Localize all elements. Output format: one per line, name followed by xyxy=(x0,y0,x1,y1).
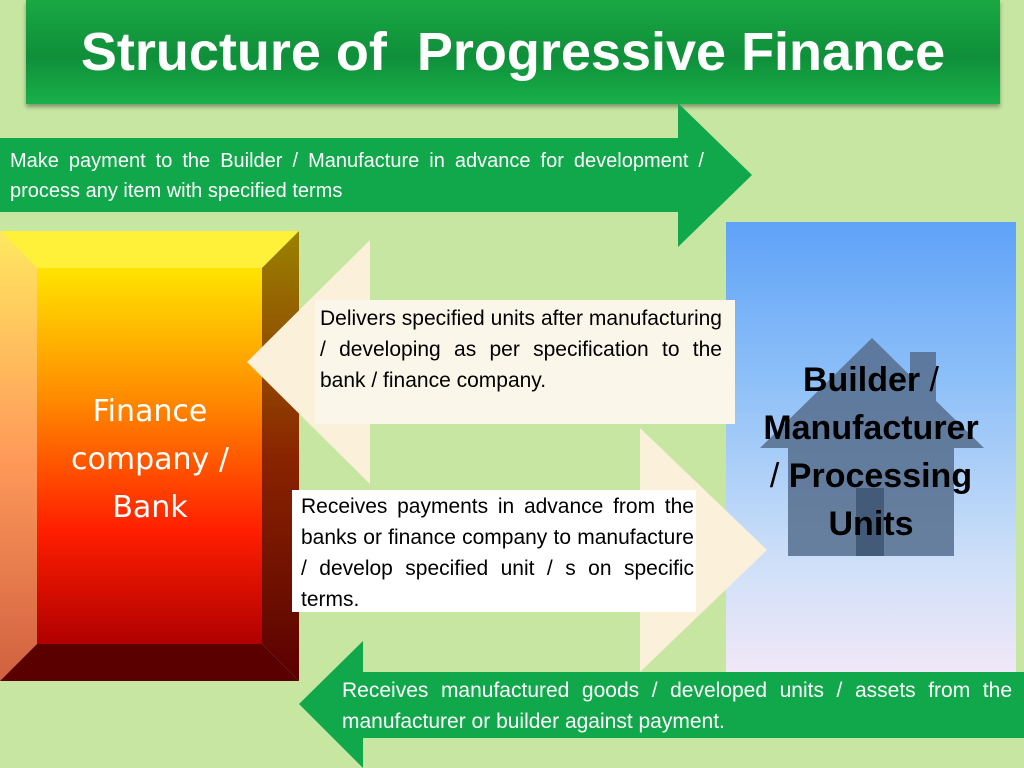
bottom-left-arrow xyxy=(299,641,1024,768)
house-icon xyxy=(760,338,984,556)
builder-label-line-3: Processing Units xyxy=(788,457,973,543)
builder-label: Builder / Manufacturer / Processing Unit… xyxy=(736,356,1006,548)
receive-payment-box xyxy=(292,490,696,612)
builder-label-sep-1: / xyxy=(920,361,940,399)
receive-payment-text: Receives payments in advance from the ba… xyxy=(301,495,694,611)
deliver-text: Delivers specified units after manufactu… xyxy=(320,307,722,392)
deliver-box xyxy=(315,300,735,424)
builder-label-line-1: Builder xyxy=(802,361,921,399)
finance-bank-label: Finance company / Bank xyxy=(71,394,229,525)
bottom-arrow-text: Receives manufactured goods / developed … xyxy=(342,679,1012,733)
builder-label-sep-2: / xyxy=(769,457,789,495)
top-arrow-text: Make payment to the Builder / Manufactur… xyxy=(10,150,704,202)
title-banner: Structure of Progressive Finance xyxy=(26,0,1000,104)
builder-label-line-2: Manufacturer xyxy=(763,409,979,447)
page-title: Structure of Progressive Finance xyxy=(80,22,946,82)
top-right-arrow xyxy=(0,103,752,247)
